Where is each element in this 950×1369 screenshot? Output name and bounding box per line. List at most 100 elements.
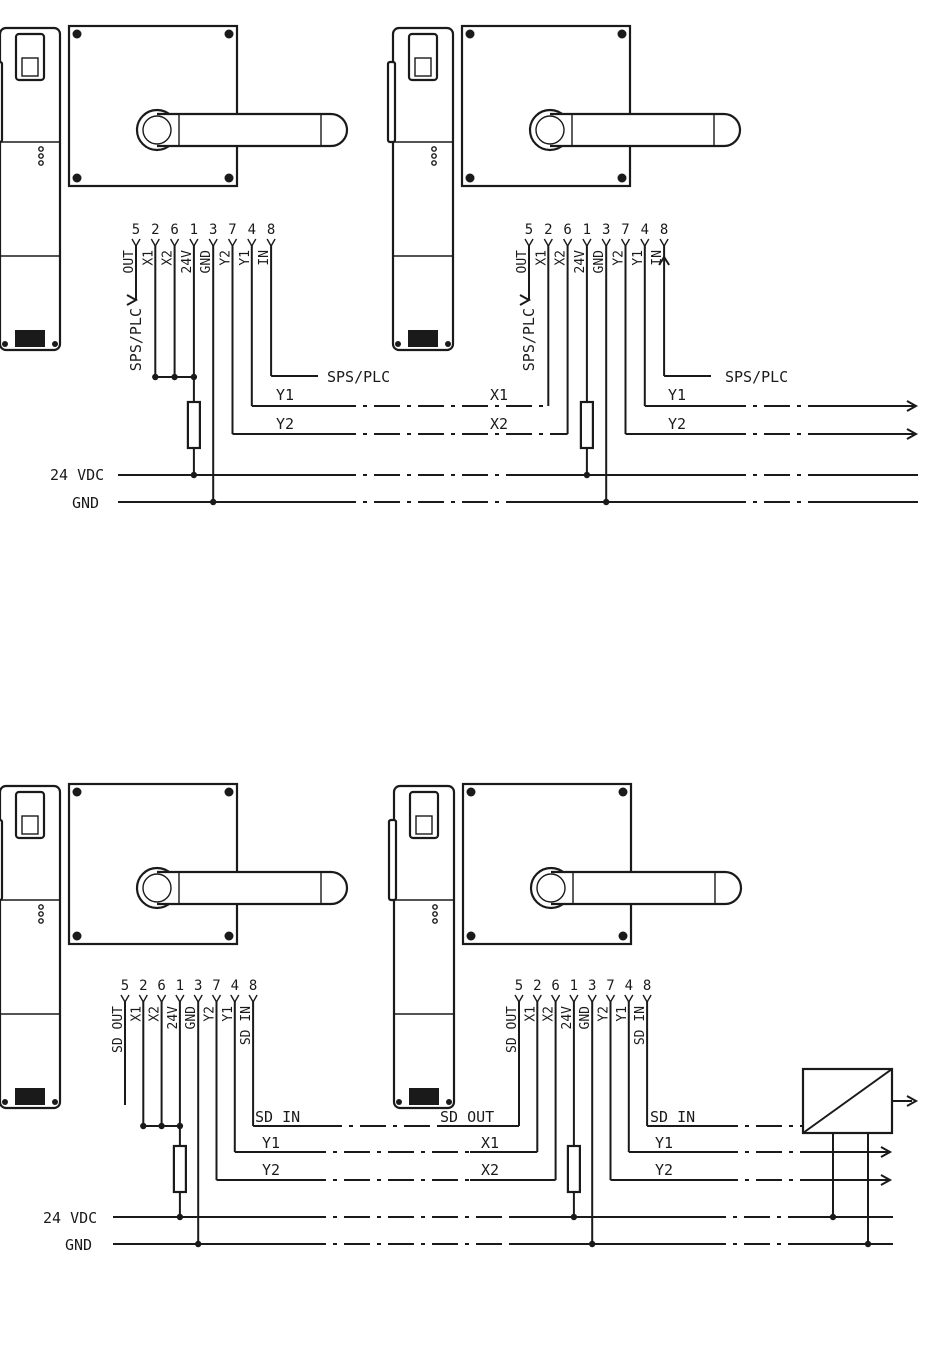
screw-icon [73, 788, 82, 797]
pin-number-4: 4 [641, 222, 649, 238]
screw-icon [618, 30, 627, 39]
door-handle [550, 114, 740, 146]
y1-label: Y1 [276, 386, 294, 404]
connector-plug-icon [15, 330, 45, 347]
pin-number-6: 6 [170, 222, 178, 238]
screw-icon [467, 788, 476, 797]
pin-terminal-icon [121, 995, 129, 1002]
pin-terminal-icon [139, 995, 147, 1002]
pin-terminal-icon [533, 995, 541, 1002]
screw-icon [445, 341, 451, 347]
pin-label: X2 [161, 250, 176, 266]
switch-side-tab [0, 62, 2, 142]
pin-number-2: 2 [544, 222, 552, 238]
pin-number-7: 7 [621, 222, 629, 238]
resistor-icon [174, 1146, 186, 1192]
pin-label: Y2 [612, 250, 627, 266]
pin-terminal-icon [515, 995, 523, 1002]
sd-in-label: SD IN [650, 1108, 695, 1126]
resistor-icon [568, 1146, 580, 1192]
pin-number-8: 8 [249, 978, 257, 994]
pin-terminal-icon [213, 995, 221, 1002]
pin-label: 24V [560, 1006, 575, 1030]
y1-label: Y1 [262, 1134, 280, 1152]
screw-icon [225, 30, 234, 39]
bus-24vdc-label: 24 VDC [43, 1209, 97, 1227]
sd-out-label: SD OUT [440, 1108, 494, 1126]
pin-label: Y2 [203, 1006, 218, 1022]
pin-number-4: 4 [248, 222, 256, 238]
pin-terminal-icon [625, 995, 633, 1002]
actuator-plate [463, 784, 631, 944]
pin-number-7: 7 [212, 978, 220, 994]
pin-label: OUT [515, 250, 530, 274]
bus-gnd-label: GND [65, 1236, 92, 1254]
connector-plug-icon [409, 1088, 439, 1105]
screw-icon [618, 174, 627, 183]
connector-plug-icon [15, 1088, 45, 1105]
bus-gnd-label: GND [72, 494, 99, 512]
pin-terminal-icon [209, 239, 217, 246]
pin-label: SD IN [239, 1006, 254, 1045]
screw-icon [225, 174, 234, 183]
screw-icon [466, 174, 475, 183]
pin-number-3: 3 [588, 978, 596, 994]
switch-slot-icon [16, 34, 44, 80]
junction-dot [210, 499, 216, 505]
pin-number-4: 4 [625, 978, 633, 994]
actuator-plate [462, 26, 630, 186]
junction-dot [191, 374, 197, 380]
pin-label: Y2 [597, 1006, 612, 1022]
pin-number-7: 7 [606, 978, 614, 994]
pin-terminal-icon [583, 239, 591, 246]
pin-label: OUT [122, 250, 137, 274]
pin-label: 24V [180, 250, 195, 274]
pin-label: Y1 [221, 1006, 236, 1022]
y1-label: Y1 [655, 1134, 673, 1152]
pin-terminal-icon [190, 239, 198, 246]
pin-terminal-icon [602, 239, 610, 246]
door-handle [157, 872, 347, 904]
pin-terminal-icon [641, 239, 649, 246]
pin-terminal-icon [564, 239, 572, 246]
pin-number-2: 2 [533, 978, 541, 994]
pin-terminal-icon [622, 239, 630, 246]
junction-dot [571, 1214, 577, 1220]
pin-terminal-icon [588, 995, 596, 1002]
pin-label: SD OUT [505, 1006, 520, 1053]
screw-icon [73, 932, 82, 941]
pin-number-5: 5 [121, 978, 129, 994]
sd-in-label: SD IN [255, 1108, 300, 1126]
screw-icon [2, 341, 8, 347]
pin-label: Y1 [631, 250, 646, 266]
screw-icon [466, 30, 475, 39]
pin-label: X2 [148, 1006, 163, 1022]
pin-label: 24V [166, 1006, 181, 1030]
junction-dot [140, 1123, 146, 1129]
switch-side-tab [0, 820, 2, 900]
plc-label: SPS/PLC [327, 368, 390, 386]
screw-icon [52, 341, 58, 347]
switch-side-tab [388, 62, 395, 142]
pin-number-8: 8 [660, 222, 668, 238]
pin-terminal-icon [171, 239, 179, 246]
pin-number-1: 1 [570, 978, 578, 994]
actuator-plate [69, 784, 237, 944]
junction-dot [171, 374, 177, 380]
diagram-top: 5OUT2X16X2124V3GND7Y24Y18IN5OUT2X16X2124… [0, 26, 918, 512]
pin-number-6: 6 [563, 222, 571, 238]
screw-icon [73, 30, 82, 39]
pin-number-7: 7 [228, 222, 236, 238]
junction-dot [158, 1123, 164, 1129]
bus-24vdc-label: 24 VDC [50, 466, 104, 484]
screw-icon [2, 1099, 8, 1105]
pin-label: X2 [554, 250, 569, 266]
pin-label: X1 [129, 1006, 144, 1022]
plc-label-vertical: SPS/PLC [520, 308, 538, 371]
pin-number-3: 3 [209, 222, 217, 238]
y2-label: Y2 [668, 415, 686, 433]
pin-label: GND [592, 250, 607, 274]
pin-number-1: 1 [583, 222, 591, 238]
pin-terminal-icon [248, 239, 256, 246]
